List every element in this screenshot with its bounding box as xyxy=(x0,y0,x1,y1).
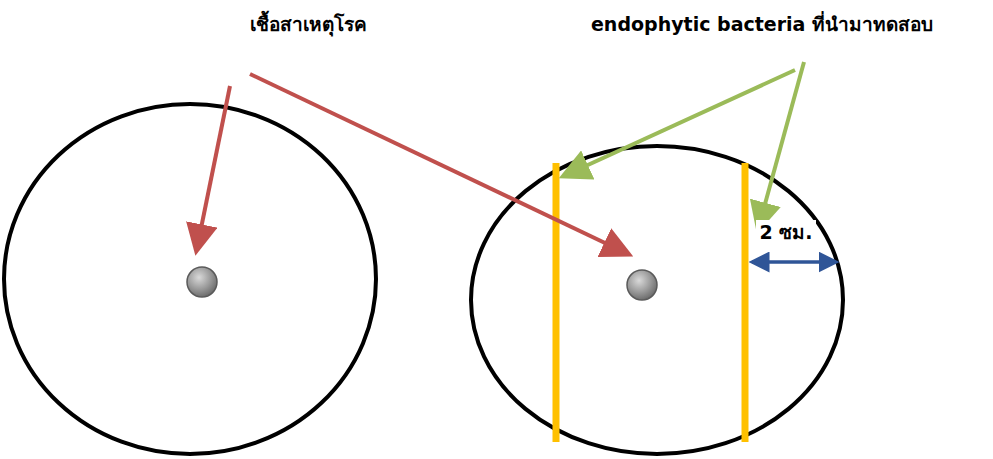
dimension-arrow xyxy=(752,260,836,264)
leader-arrow xyxy=(566,70,795,175)
dimension-label: 2 ซม. xyxy=(756,220,815,245)
leader-arrow xyxy=(250,74,626,253)
leader-arrow xyxy=(759,62,804,226)
pathogen-plug xyxy=(627,270,657,300)
petri-dish xyxy=(471,146,843,454)
bacteria-streak xyxy=(742,163,749,442)
pathogen-label: เชื้อสาเหตุโรค xyxy=(247,12,370,37)
bacteria-label: endophytic bacteria ที่นำมาทดสอบ xyxy=(588,12,936,37)
bacteria-streak xyxy=(553,163,560,442)
pathogen-plug xyxy=(187,267,217,297)
petri-dish xyxy=(4,104,376,454)
leader-arrow xyxy=(197,86,230,248)
